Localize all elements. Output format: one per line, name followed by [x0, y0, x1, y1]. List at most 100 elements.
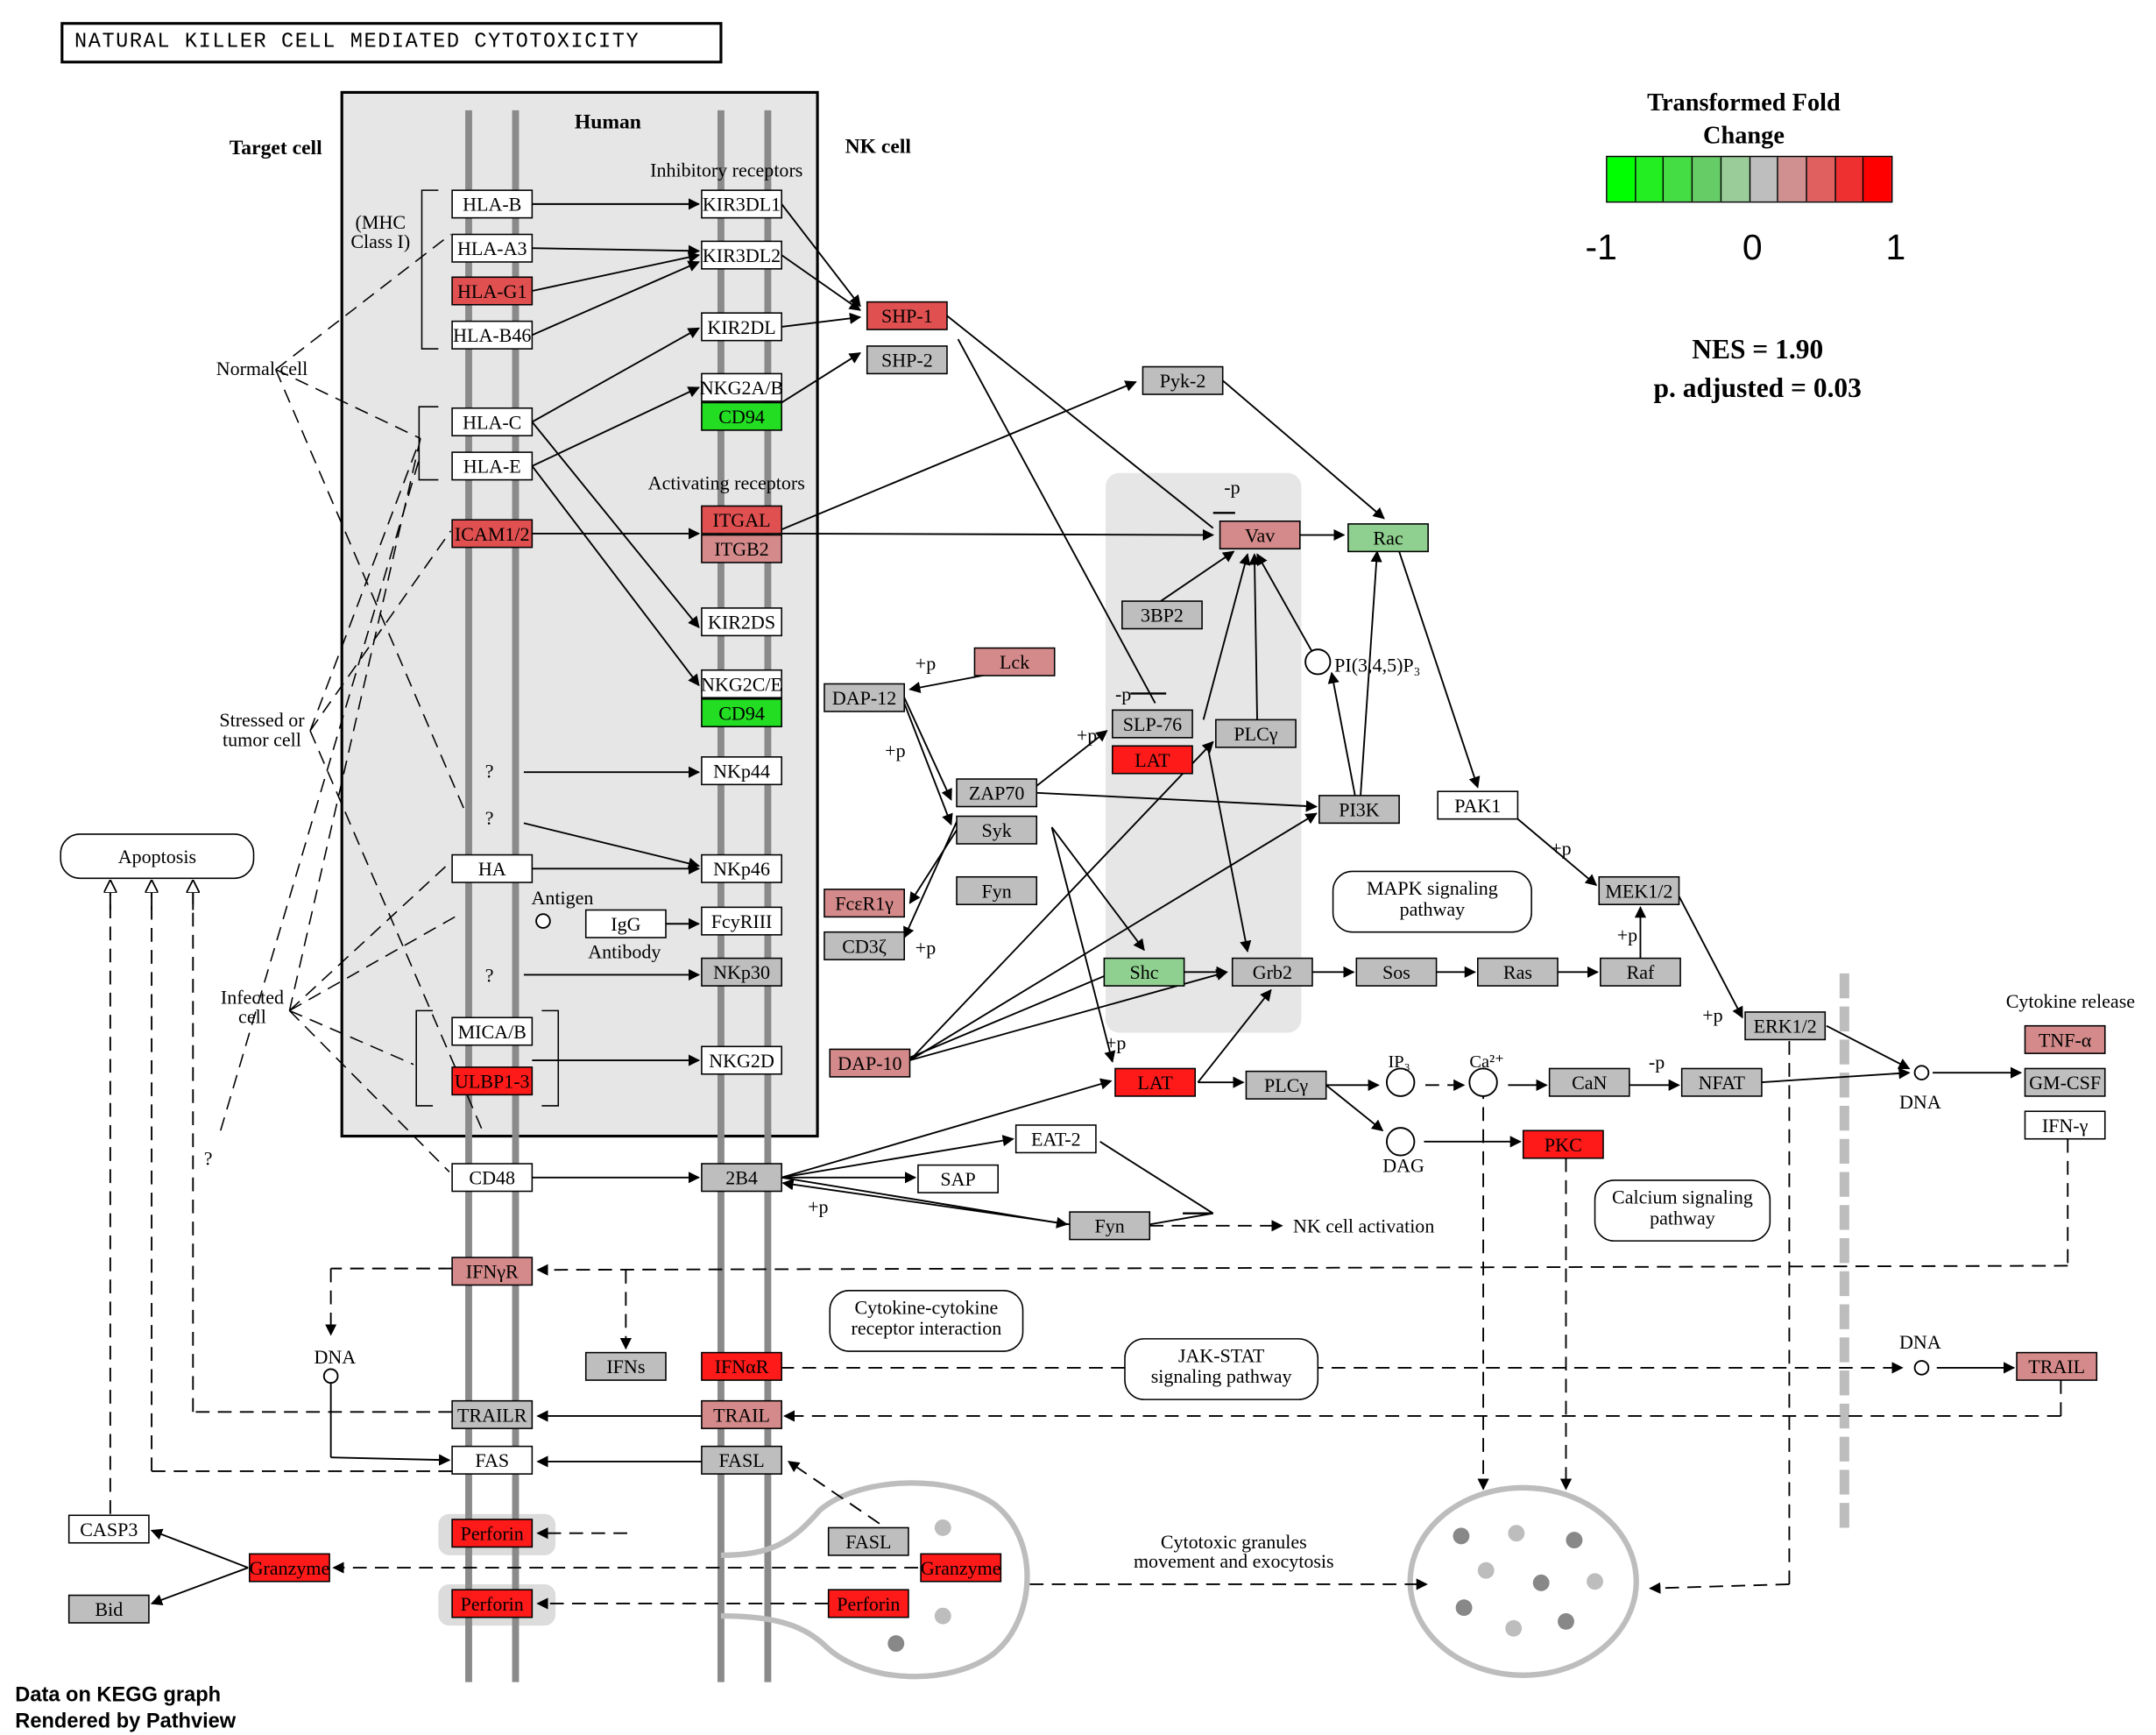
- gene-label: MICA/B: [458, 1021, 527, 1043]
- gene-node: IFN-γ: [2024, 1110, 2106, 1140]
- gene-node: Vav: [1219, 520, 1301, 550]
- pathway-edge: [1649, 1582, 1790, 1594]
- pathway-edge: [532, 251, 701, 292]
- pathway-edge: [531, 260, 700, 336]
- diagram-label: Activating receptors: [648, 472, 805, 494]
- gene-label: KIR2DL: [707, 316, 775, 338]
- legend-swatch: [1750, 157, 1779, 202]
- gene-box: [1437, 790, 1519, 820]
- pathway-edge: [1327, 671, 1356, 797]
- bracket: [421, 189, 439, 350]
- pathway-box-label: receptor interaction: [852, 1317, 1002, 1339]
- gene-box: [451, 1445, 534, 1475]
- pathway-edge: [536, 1264, 2068, 1276]
- gene-node: FAS: [451, 1445, 534, 1475]
- granule-dot: [934, 1607, 951, 1625]
- metabolite-circle: [1385, 1067, 1416, 1097]
- gene-node: ITGAL: [701, 505, 782, 535]
- gene-node: HLA-G1: [451, 276, 534, 306]
- gene-node: Fyn: [956, 875, 1038, 906]
- cell-link: [275, 368, 421, 440]
- gene-node: Sos: [1355, 957, 1438, 987]
- gene-label: NKp46: [713, 858, 770, 880]
- gene-label: PLCγ: [1234, 723, 1277, 745]
- pathway-box: [1332, 870, 1532, 933]
- pathway-edge: [1050, 826, 1145, 952]
- pathway-edge: [1050, 826, 1116, 1063]
- gene-node: CD94: [701, 698, 782, 728]
- pathway-edge: [787, 1461, 880, 1525]
- pathway-edge: [908, 740, 1214, 1061]
- gene-box: [701, 401, 782, 431]
- gene-node: TNF-α: [2024, 1024, 2106, 1054]
- pathway-edge: [781, 254, 861, 311]
- gene-box: [1215, 719, 1297, 748]
- gene-box: [701, 189, 782, 219]
- gene-box: [824, 683, 906, 712]
- gene-box: [67, 1594, 150, 1624]
- gene-box: [451, 1519, 534, 1548]
- diagram-label: +p: [1702, 1004, 1722, 1026]
- gene-label: EAT-2: [1031, 1129, 1081, 1151]
- gene-box: [824, 889, 906, 918]
- gene-box: [701, 1445, 782, 1475]
- gene-label: CASP3: [80, 1519, 138, 1540]
- gene-node: ERK1/2: [1744, 1011, 1827, 1041]
- gene-label: Granzyme: [921, 1557, 1001, 1579]
- pathway-edge: [1248, 553, 1261, 720]
- gene-box: [451, 407, 534, 437]
- legend-title: Transformed Fold Change: [1647, 88, 1841, 149]
- diagram-label: NK cell: [845, 136, 912, 159]
- gene-node: HLA-B: [451, 189, 534, 219]
- metabolite-circle: [1304, 648, 1332, 676]
- gene-node: FcεR1γ: [824, 889, 906, 918]
- gene-label: Syk: [982, 819, 1013, 841]
- gene-box: [1014, 1124, 1097, 1154]
- gene-node: LAT: [1114, 1067, 1197, 1097]
- diagram-label: Human: [575, 110, 641, 133]
- gene-box: [1103, 957, 1185, 987]
- diagram-label: DAG: [1382, 1154, 1424, 1176]
- gene-label: SHP-1: [881, 305, 933, 327]
- pathway-edge: [909, 969, 1228, 1061]
- gene-node: NKG2A/B: [700, 372, 783, 402]
- granule-dot: [1453, 1527, 1470, 1545]
- legend-swatch: [1721, 157, 1750, 202]
- gene-node: TRAIL: [2016, 1351, 2098, 1381]
- gene-label: LAT: [1137, 1072, 1173, 1094]
- gene-box: [451, 1016, 534, 1046]
- gene-box: [956, 778, 1038, 808]
- gene-box: [1355, 957, 1438, 987]
- gene-box: [451, 1257, 534, 1286]
- gene-label: ITGAL: [713, 509, 771, 531]
- diagram-label: movement and exocytosis: [1134, 1550, 1334, 1572]
- gene-box: [2024, 1110, 2106, 1140]
- gene-node: KIR2DS: [701, 607, 782, 637]
- gene-box: [451, 320, 534, 350]
- gene-box: [1142, 365, 1224, 395]
- gene-box: [917, 1164, 1000, 1193]
- granule-dot: [1558, 1612, 1574, 1630]
- pathway-edge: [1325, 1084, 1384, 1132]
- gene-box: [451, 1399, 534, 1429]
- legend-swatch: [1778, 157, 1807, 202]
- gene-label: PKC: [1545, 1134, 1582, 1156]
- gene-label: TRAIL: [2028, 1356, 2085, 1377]
- gene-label: ZAP70: [969, 783, 1025, 804]
- pathway-edge: [781, 352, 861, 404]
- diagram-label: Cytotoxic granules: [1161, 1531, 1307, 1553]
- gene-label: Perforin: [461, 1523, 524, 1545]
- gene-label: NKG2A/B: [700, 377, 783, 399]
- diagram-label: Inhibitory receptors: [650, 159, 802, 181]
- gene-node: Grb2: [1231, 957, 1313, 987]
- gene-label: NKp44: [713, 760, 770, 782]
- gene-box: [1680, 1067, 1763, 1097]
- legend-swatch: [1835, 157, 1864, 202]
- gene-label: MEK1/2: [1605, 880, 1672, 902]
- gene-node: Ras: [1477, 957, 1559, 987]
- gene-node: Perforin: [451, 1519, 534, 1548]
- pathway-edge: [523, 822, 701, 869]
- gene-node: NFAT: [1680, 1067, 1763, 1097]
